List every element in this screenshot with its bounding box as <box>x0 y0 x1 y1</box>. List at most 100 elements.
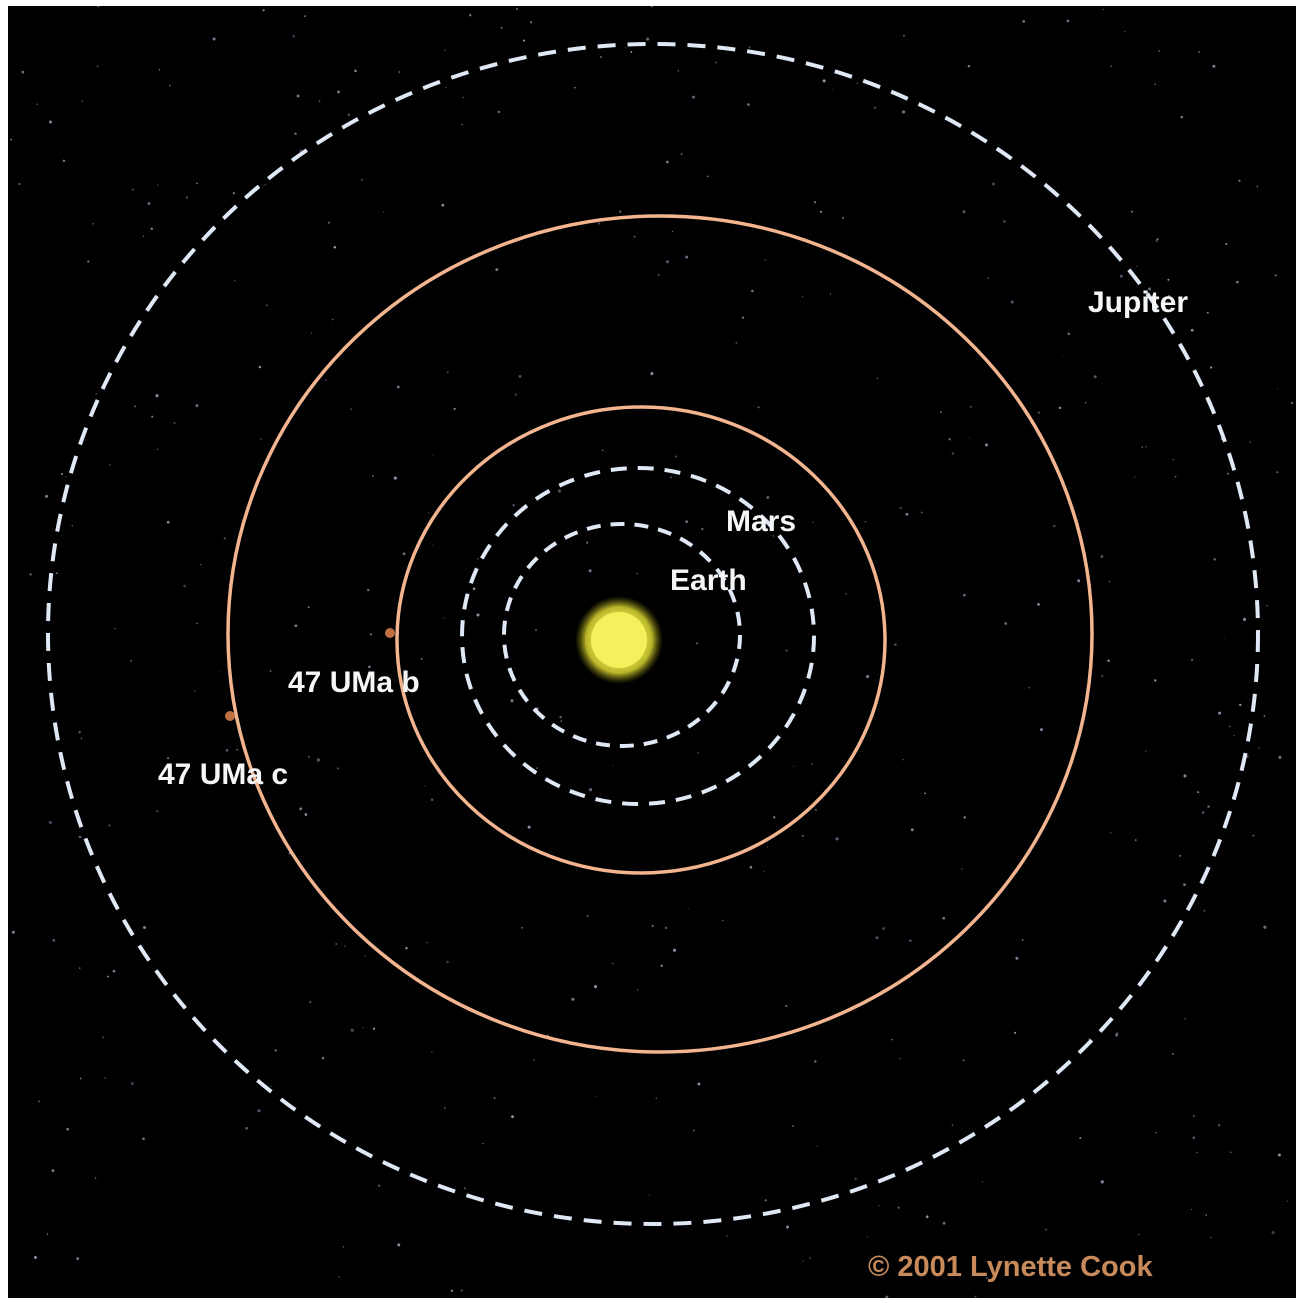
background-star <box>366 588 370 592</box>
background-star <box>747 103 750 106</box>
background-star <box>1198 50 1200 53</box>
background-star <box>586 541 589 544</box>
background-star <box>1100 1180 1104 1184</box>
background-star <box>447 371 449 374</box>
background-star <box>625 46 627 49</box>
background-star <box>657 274 660 276</box>
background-star <box>60 472 63 476</box>
background-star <box>974 1295 977 1298</box>
background-star <box>510 699 514 703</box>
background-star <box>1088 1038 1090 1040</box>
background-star <box>155 394 159 398</box>
background-star <box>715 61 718 64</box>
background-star <box>78 835 82 839</box>
background-star <box>142 235 145 237</box>
background-star <box>688 908 690 910</box>
background-star <box>262 9 265 12</box>
background-star <box>362 1027 364 1029</box>
background-star <box>258 365 262 369</box>
background-star <box>1258 747 1260 749</box>
background-star <box>511 1115 514 1119</box>
background-star <box>310 332 313 334</box>
copyright-credit: © 2001 Lynette Cook <box>868 1251 1153 1283</box>
mars-orbit <box>460 466 816 806</box>
background-star <box>924 792 926 795</box>
background-star <box>726 1235 728 1238</box>
background-star <box>692 95 695 99</box>
background-star <box>1190 328 1194 332</box>
background-star <box>309 1001 312 1004</box>
background-star <box>1171 1053 1174 1055</box>
background-star <box>829 293 832 295</box>
background-star <box>962 210 966 213</box>
orbit-diagram-frame: Jupiter Mars Earth 47 UMa b 47 UMa c © 2… <box>8 6 1296 1298</box>
background-star <box>1154 83 1156 86</box>
background-star <box>296 94 300 98</box>
background-star <box>328 221 330 224</box>
background-star <box>721 919 724 922</box>
background-star <box>1093 375 1097 379</box>
background-star <box>741 316 745 319</box>
background-star <box>1037 603 1040 606</box>
background-star <box>1209 366 1213 369</box>
background-star <box>269 1085 272 1088</box>
background-star <box>48 820 52 825</box>
background-star <box>76 1257 79 1260</box>
background-star <box>87 260 90 263</box>
background-star <box>444 49 446 51</box>
background-star <box>46 1233 49 1235</box>
background-star <box>1102 8 1104 11</box>
background-star <box>967 65 970 68</box>
background-star <box>65 476 67 478</box>
background-star <box>636 573 638 575</box>
background-star <box>809 1257 811 1259</box>
background-star <box>1138 1263 1141 1265</box>
background-star <box>428 512 430 514</box>
background-star <box>885 1295 889 1298</box>
background-star <box>114 627 116 630</box>
background-star <box>196 182 198 185</box>
background-star <box>81 100 84 102</box>
background-star <box>985 1276 988 1279</box>
background-star <box>962 1059 965 1062</box>
background-star <box>766 496 770 499</box>
background-star <box>1013 1031 1017 1034</box>
background-star <box>185 196 189 199</box>
planet-c-icon <box>225 711 235 721</box>
planet-c-orbit <box>226 214 1094 1054</box>
background-star <box>1179 855 1182 857</box>
background-star <box>1108 580 1111 583</box>
background-star <box>785 649 788 652</box>
background-star <box>1212 64 1216 68</box>
background-star <box>194 690 196 692</box>
background-star <box>816 1145 818 1147</box>
background-star <box>79 967 81 969</box>
background-star <box>1190 1208 1193 1210</box>
background-star <box>1190 658 1194 662</box>
background-star <box>1072 538 1074 540</box>
background-star <box>942 916 946 920</box>
background-star <box>672 948 677 952</box>
background-star <box>666 160 669 164</box>
background-star <box>1229 725 1231 728</box>
background-star <box>497 110 501 114</box>
background-star <box>424 785 426 787</box>
background-star <box>1124 30 1126 32</box>
background-star <box>79 1077 82 1080</box>
background-star <box>294 624 298 628</box>
background-star <box>693 1129 695 1132</box>
background-star <box>1022 20 1026 23</box>
background-star <box>48 120 53 124</box>
background-star <box>218 671 220 673</box>
background-star <box>697 1082 701 1086</box>
background-star <box>147 202 151 205</box>
background-star <box>1136 265 1138 267</box>
background-star <box>589 788 593 792</box>
background-star <box>396 385 400 389</box>
background-star <box>1286 1200 1288 1202</box>
background-star <box>515 7 518 11</box>
background-star <box>1183 774 1187 778</box>
background-star <box>430 798 434 802</box>
background-star <box>1213 558 1216 561</box>
background-star <box>792 1125 794 1127</box>
